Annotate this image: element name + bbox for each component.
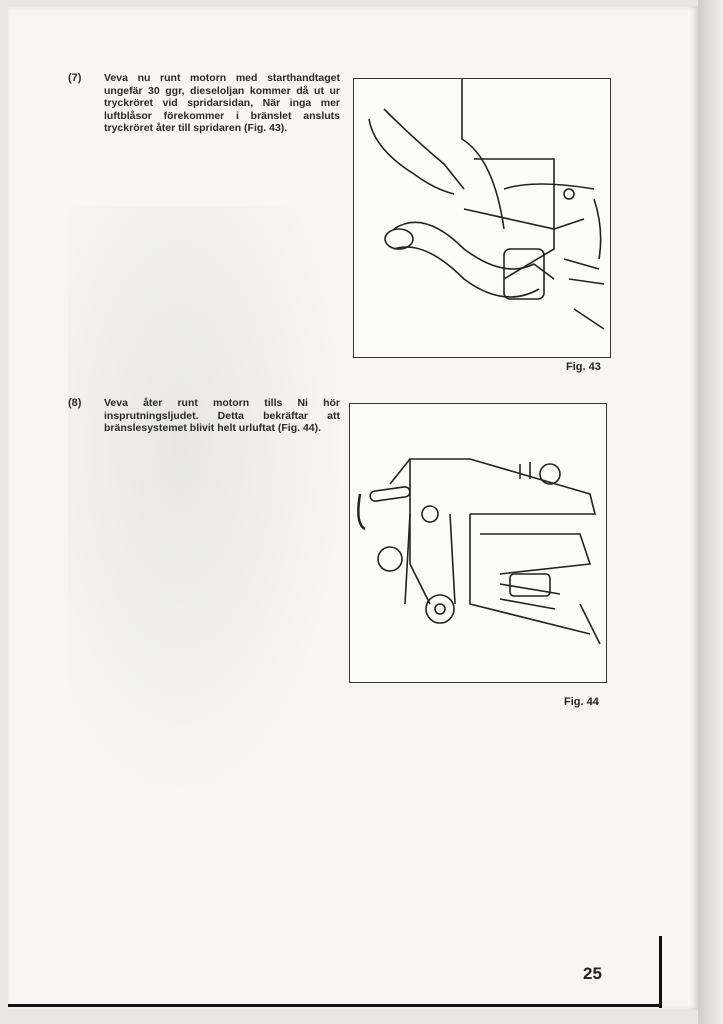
step-8-text: Veva åter runt motorn tills Ni hör inspr…: [104, 397, 340, 434]
injector-line-illustration-icon: [368, 79, 605, 330]
page-edge: [698, 0, 723, 1024]
step-7-text: Veva nu runt motorn med starthandtaget u…: [104, 72, 340, 134]
step-7-number: (7): [68, 72, 82, 84]
page-number: 25: [583, 964, 602, 983]
figure-44: [349, 403, 607, 683]
show-through-stain: [68, 206, 348, 806]
figure-43: [353, 78, 611, 358]
page-border-vertical: [659, 936, 662, 1008]
figure-43-caption: Fig. 43: [566, 361, 601, 373]
figure-44-caption: Fig. 44: [564, 696, 599, 708]
page-border-horizontal: [8, 1004, 662, 1007]
engine-crank-illustration-icon: [357, 458, 601, 645]
manual-page: (7) Veva nu runt motorn med starthandtag…: [8, 6, 698, 1010]
step-8-number: (8): [68, 397, 82, 409]
